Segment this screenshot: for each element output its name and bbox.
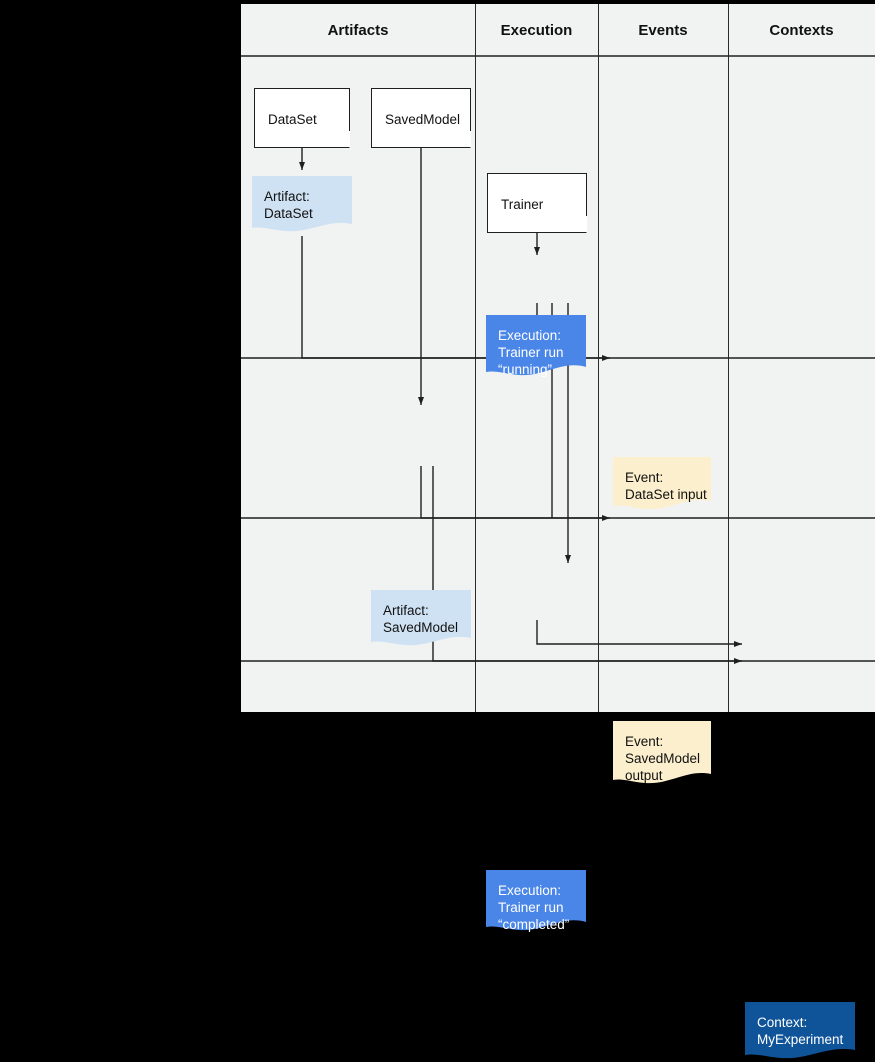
column-header-contexts-label: Contexts — [769, 21, 834, 39]
column-header-execution: Execution — [475, 4, 598, 56]
line: SavedModel — [383, 620, 459, 635]
line: Execution: — [498, 883, 562, 898]
line: Trainer run — [498, 900, 564, 915]
line: SavedModel — [625, 751, 701, 766]
wavy-shape — [252, 176, 352, 232]
line: “completed” — [498, 917, 570, 932]
page-fold-icon — [333, 131, 350, 148]
line: Execution: — [498, 328, 562, 343]
column-header-events-label: Events — [638, 21, 688, 39]
line: MyExperiment — [757, 1032, 844, 1047]
node-artifact-savedmodel[interactable]: Artifact: SavedModel — [371, 590, 471, 650]
page-fold-icon — [570, 216, 587, 233]
diagram-canvas: Artifacts Execution Events Contexts — [241, 4, 875, 1059]
column-divider-2 — [598, 4, 599, 712]
column-header-events: Events — [598, 4, 728, 56]
wavy-shape — [486, 315, 586, 376]
column-header-artifacts-label: Artifacts — [327, 21, 389, 39]
line: “running” — [498, 362, 553, 377]
node-doc-trainer-label: Trainer — [501, 197, 544, 212]
line: DataSet — [264, 206, 313, 221]
column-divider-3 — [728, 4, 729, 712]
node-doc-savedmodel[interactable]: SavedModel — [371, 88, 471, 148]
column-header-execution-label: Execution — [500, 21, 573, 39]
node-doc-dataset-label: DataSet — [268, 112, 317, 127]
page-fold-icon — [454, 131, 471, 148]
node-context-myexperiment[interactable]: Context: MyExperiment — [745, 1002, 855, 1062]
column-header-contexts: Contexts — [728, 4, 875, 56]
node-doc-dataset[interactable]: DataSet — [254, 88, 350, 148]
node-execution-running[interactable]: Execution: Trainer run “running” — [486, 315, 586, 380]
node-execution-completed[interactable]: Execution: Trainer run “completed” — [486, 870, 586, 935]
line: Context: — [757, 1015, 808, 1030]
line: Artifact: — [383, 603, 429, 618]
column-divider-1 — [475, 4, 476, 712]
column-header-artifacts: Artifacts — [241, 4, 475, 56]
node-artifact-dataset-label: Artifact: DataSet — [264, 188, 313, 222]
node-event-savedmodel-output-label: Event: SavedModel output — [625, 733, 700, 784]
node-context-myexperiment-label: Context: MyExperiment — [757, 1014, 843, 1048]
node-artifact-dataset[interactable]: Artifact: DataSet — [252, 176, 352, 236]
wavy-shape — [613, 457, 711, 510]
line: Artifact: — [264, 189, 310, 204]
node-execution-running-label: Execution: Trainer run “running” — [498, 327, 564, 378]
node-event-savedmodel-output[interactable]: Event: SavedModel output — [613, 721, 711, 787]
node-event-dataset-input[interactable]: Event: DataSet input — [613, 457, 711, 513]
line: output — [625, 768, 663, 783]
node-doc-savedmodel-label: SavedModel — [385, 112, 461, 127]
line: Event: — [625, 470, 664, 485]
node-doc-trainer[interactable]: Trainer — [487, 173, 587, 233]
line: Event: — [625, 734, 664, 749]
line: Trainer run — [498, 345, 564, 360]
wavy-shape — [371, 590, 471, 646]
node-event-dataset-input-label: Event: DataSet input — [625, 469, 707, 503]
node-artifact-savedmodel-label: Artifact: SavedModel — [383, 602, 458, 636]
node-execution-completed-label: Execution: Trainer run “completed” — [498, 882, 569, 933]
line: DataSet input — [625, 487, 707, 502]
